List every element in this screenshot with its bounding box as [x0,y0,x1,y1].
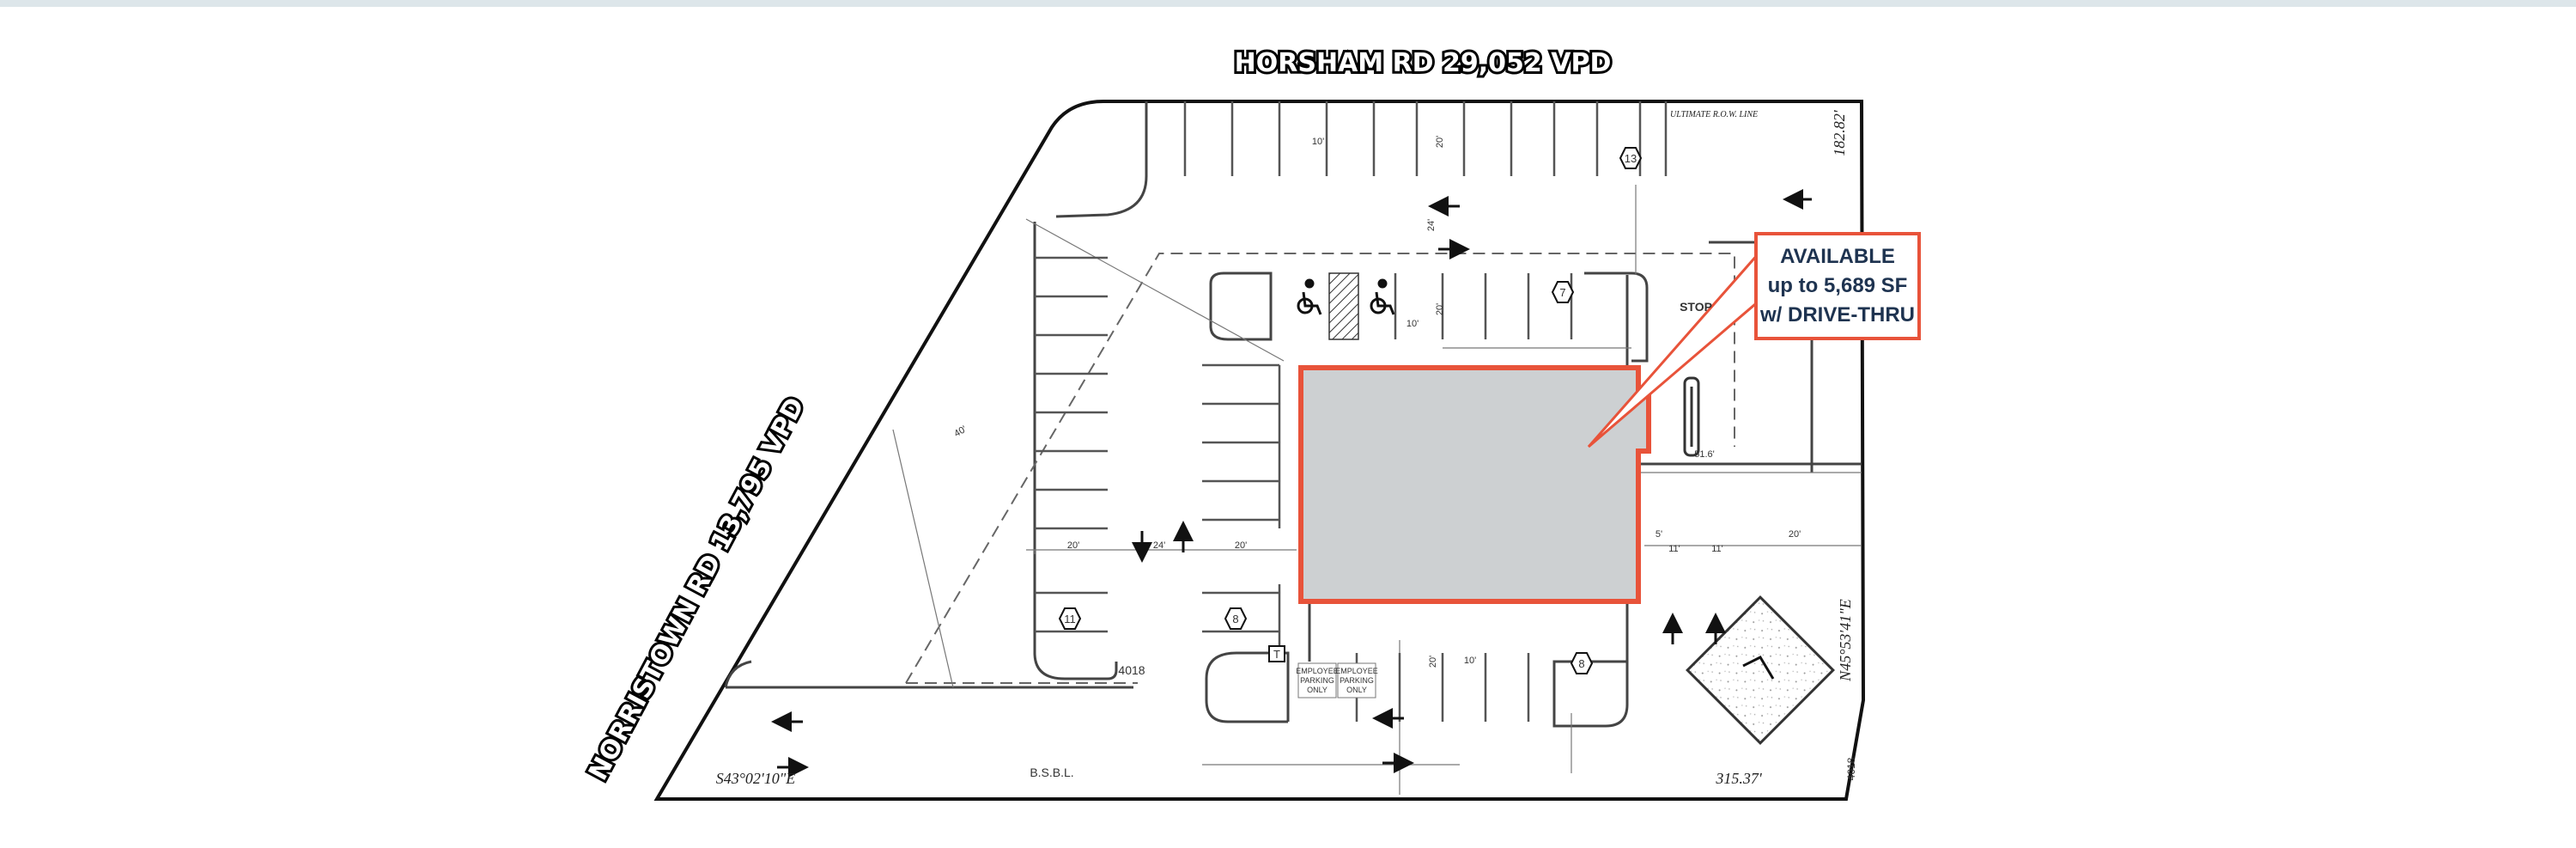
dim-label: 51.6' [1694,449,1715,460]
employee-parking-line-1: EMPLOYEE [1296,667,1339,675]
dim-label: 20' [1428,656,1438,668]
bsbl-label: B.S.B.L. [1030,766,1073,779]
accessible-parking-icon [1297,278,1322,315]
dim-label: 5' [1656,529,1662,540]
callout-line-1: AVAILABLE [1780,245,1895,268]
employee-parking-sign: EMPLOYEE PARKING ONLY [1335,662,1378,699]
dim-label: 20' [1435,136,1445,148]
employee-parking-line-2: PARKING [1340,676,1374,685]
parking-stalls-top [1183,101,1668,176]
row-line-label: ULTIMATE R.O.W. LINE [1670,110,1758,119]
dim-label: 11' [1711,544,1723,554]
stall-count-center: 7 [1559,286,1565,299]
stall-count-badge: 8 [1224,607,1248,630]
lot-code-label: 4018 [1845,757,1857,780]
stall-count-mid: 8 [1232,613,1238,625]
dim-label: 24' [1426,219,1437,231]
dim-label: 20' [1235,540,1247,551]
dimension-labels: 10' 20' 24' 20' 10' 20' 24' 20' 51.6' 11… [952,136,1801,668]
t-sign-label: T [1273,648,1280,661]
accessible-aisle-hatch [1328,272,1359,340]
dim-label: 20' [1789,529,1801,540]
dim-label: 20' [1435,303,1445,315]
setback-lines [905,253,1735,684]
horsham-road-label: HORSHAM RD 29,052 VPD [1235,48,1612,78]
norristown-road-label: NORRISTOWN RD 13,795 VPD [583,393,811,785]
callout-line-2: up to 5,689 SF [1768,274,1908,297]
dim-label: 24' [1153,540,1165,551]
dim-label: 40' [952,424,968,440]
stall-count-top: 13 [1625,152,1637,165]
employee-parking-line-2: PARKING [1300,676,1334,685]
stall-count-badge: 13 [1619,147,1643,169]
employee-parking-line-1: EMPLOYEE [1335,667,1378,675]
accessible-parking-icon [1370,278,1395,315]
employee-parking-line-3: ONLY [1307,686,1327,694]
stop-label: STOP [1680,300,1712,314]
stall-count-badge: 7 [1551,281,1575,303]
dim-label: 11' [1668,544,1680,554]
employee-parking-line-3: ONLY [1346,686,1367,694]
dim-label: 20' [1067,540,1079,551]
parking-stalls-center [1394,273,1573,339]
parking-stalls-bottom [1355,653,1530,722]
bearing-east: N45°53'41"E [1837,599,1854,682]
available-callout-box [1754,232,1921,340]
lot-boundary [653,100,1866,801]
dim-label: 10' [1312,137,1324,147]
stall-count-badge: 11 [1058,607,1082,630]
stall-count-badge: 8 [1570,652,1594,674]
parking-stalls-mid [1202,363,1281,662]
dim-label: 10' [1406,319,1419,329]
traffic-arrows [771,189,1812,778]
length-northeast: 182.82' [1831,109,1848,156]
parking-stalls-left [1035,256,1108,633]
drive-thru-menu-board [1683,376,1700,457]
t-sign-box [1268,645,1285,662]
top-border-strip [0,0,2576,7]
dumpster-enclosure [1686,595,1835,745]
stall-count-bottom: 8 [1578,657,1584,670]
dim-label: 10' [1464,656,1476,666]
lot-code-label: 4018 [1118,663,1145,677]
bearing-south: S43°02'10"E [716,770,796,787]
stall-count-left: 11 [1064,613,1076,625]
building-footprint [1298,365,1651,604]
callout-line-3: w/ DRIVE-THRU [1759,303,1915,326]
length-south: 315.37' [1715,770,1763,787]
employee-parking-sign: EMPLOYEE PARKING ONLY [1296,662,1339,699]
